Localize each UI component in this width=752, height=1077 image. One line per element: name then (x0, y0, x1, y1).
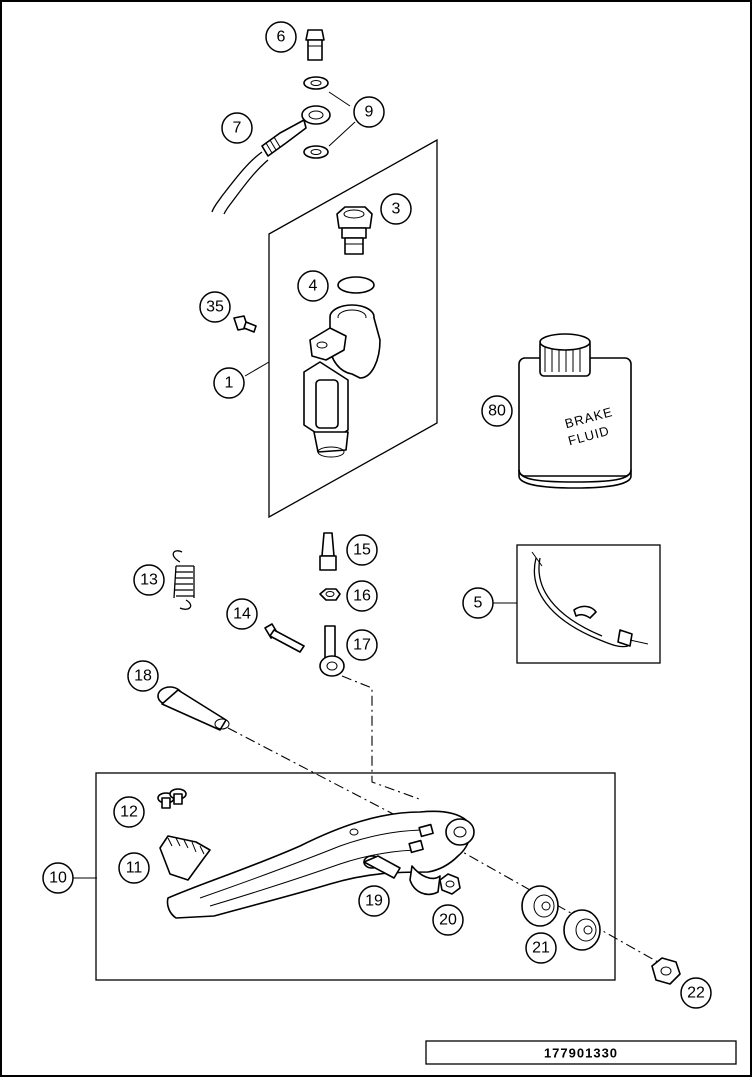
master-cylinder-part (303, 304, 381, 458)
svg-text:10: 10 (49, 870, 67, 887)
callout-80: 80 (481, 395, 513, 427)
svg-text:12: 12 (120, 804, 138, 821)
callout-20: 20 (432, 904, 464, 936)
svg-text:5: 5 (474, 595, 483, 612)
sensor-cable-part (531, 551, 649, 648)
brake-pedal-group-box (95, 772, 616, 981)
svg-text:80: 80 (488, 403, 506, 420)
document-number: 177901330 (544, 1046, 618, 1061)
svg-text:13: 13 (140, 572, 158, 589)
brake-hose-part (211, 105, 331, 215)
clevis-part (319, 625, 345, 677)
banjo-bolt-part (305, 29, 325, 61)
svg-text:1: 1 (225, 375, 234, 392)
callout-18: 18 (127, 660, 159, 692)
callout-15: 15 (346, 534, 378, 566)
svg-text:3: 3 (392, 201, 401, 218)
callout-16: 16 (346, 580, 378, 612)
callout-1: 1 (213, 367, 245, 399)
svg-text:21: 21 (532, 940, 550, 957)
cable-detail-box (516, 544, 661, 664)
pedal-shaft-part (157, 686, 230, 731)
callout-13: 13 (133, 564, 165, 596)
pedal-tip-part (159, 835, 211, 881)
pivot-pin-part (363, 855, 401, 879)
o-ring-part (337, 276, 375, 294)
callout-17: 17 (346, 629, 378, 661)
pivot-bolt-part (264, 623, 305, 653)
callout-14: 14 (226, 598, 258, 630)
svg-text:14: 14 (233, 606, 251, 623)
sealing-washer-part (303, 76, 329, 159)
tip-screws-part (157, 788, 187, 809)
svg-text:22: 22 (687, 985, 705, 1002)
hex-nut-part (319, 588, 341, 601)
callout-11: 11 (118, 852, 150, 884)
svg-text:6: 6 (277, 29, 286, 46)
callout-10: 10 (42, 862, 74, 894)
callout-7: 7 (221, 112, 253, 144)
brake-fluid-can-part: BRAKE FLUID (518, 333, 632, 489)
brake-pedal-part (166, 810, 475, 919)
svg-text:15: 15 (353, 542, 371, 559)
master-cylinder-panel (268, 138, 438, 519)
callout-12: 12 (113, 796, 145, 828)
document-number-box (425, 1040, 737, 1065)
assembly-centerline-2 (341, 675, 423, 801)
adjuster-pin-part (319, 532, 337, 571)
svg-text:19: 19 (365, 893, 383, 910)
callout-21: 21 (525, 932, 557, 964)
reservoir-cap-part (336, 206, 373, 255)
assembly-centerline-3 (451, 845, 673, 971)
svg-text:4: 4 (309, 278, 318, 295)
screw-part (233, 315, 257, 333)
leader-lines (58, 91, 517, 879)
svg-text:35: 35 (206, 299, 224, 316)
callout-9: 9 (353, 96, 385, 128)
svg-text:11: 11 (126, 860, 143, 877)
svg-text:16: 16 (353, 588, 371, 605)
callout-5: 5 (462, 587, 494, 619)
callout-4: 4 (297, 270, 329, 302)
callout-19: 19 (358, 885, 390, 917)
callout-6: 6 (265, 21, 297, 53)
svg-text:17: 17 (353, 637, 371, 654)
svg-text:7: 7 (233, 120, 242, 137)
flange-nut-part (651, 957, 681, 985)
callout-3: 3 (380, 193, 412, 225)
callout-35: 35 (199, 291, 231, 323)
svg-text:18: 18 (134, 668, 152, 685)
bearing-part (521, 885, 601, 951)
assembly-centerline-1 (227, 727, 421, 829)
return-spring-part (172, 550, 195, 610)
callout-22: 22 (680, 977, 712, 1009)
bushing-part (439, 873, 461, 895)
svg-text:9: 9 (365, 104, 374, 121)
svg-text:20: 20 (439, 912, 457, 929)
